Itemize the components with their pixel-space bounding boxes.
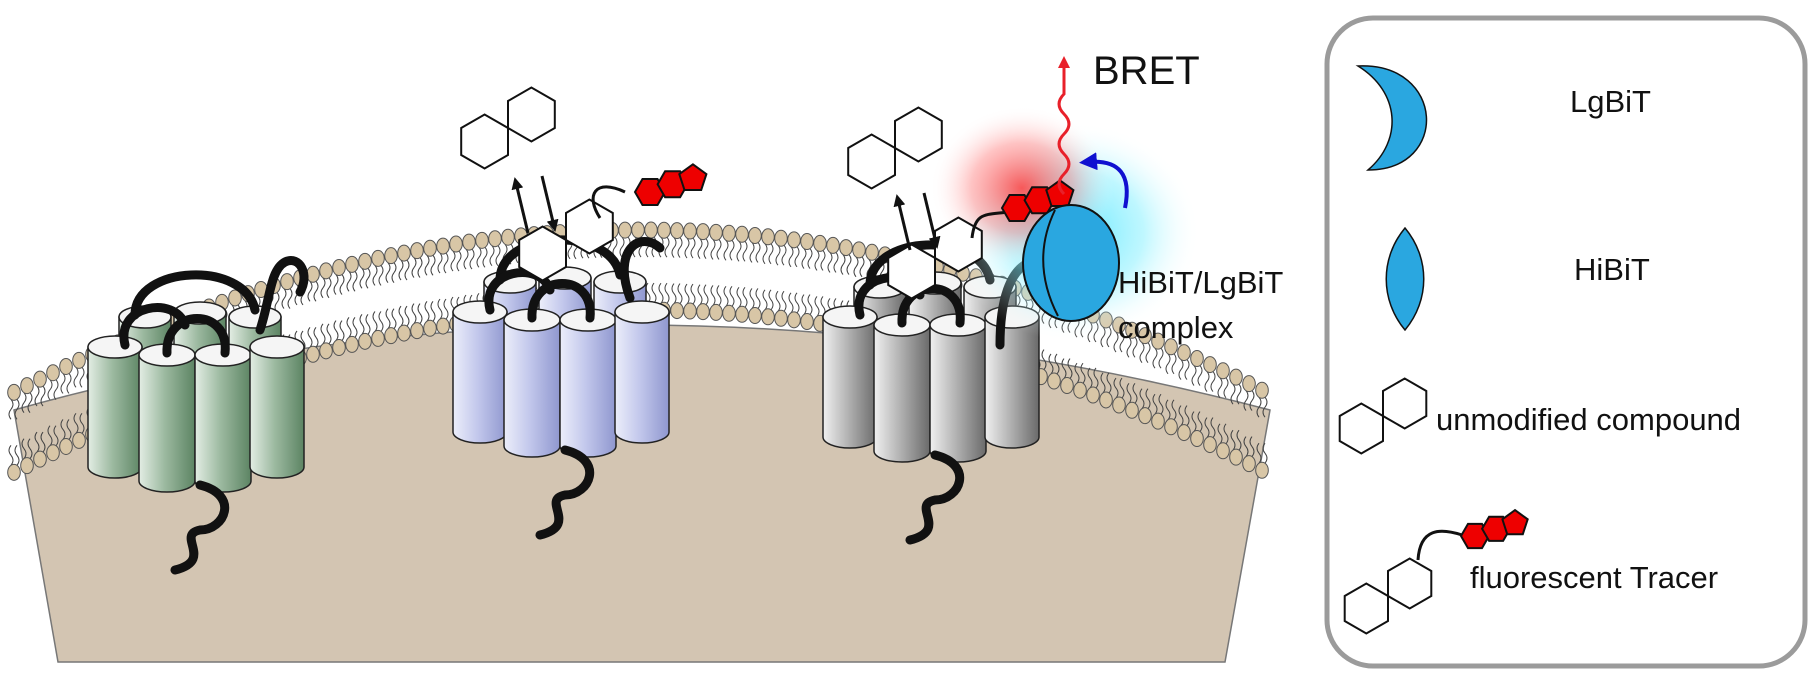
hibit-icon <box>1385 226 1425 332</box>
complex-label-line2: complex <box>1118 310 1234 345</box>
tracer-molecule-icon <box>1343 508 1529 635</box>
free-compound <box>460 86 556 170</box>
molecules <box>460 86 1075 300</box>
energy-transfer-arrow-icon <box>1079 152 1129 209</box>
legend-lgbit-label: LgBiT <box>1570 84 1651 119</box>
legend-tracer-label: fluorescent Tracer <box>1470 560 1718 595</box>
legend-tracer-fluorophore <box>1459 508 1529 550</box>
legend-frame <box>1324 15 1808 669</box>
legend-tracer-scaffold <box>1343 557 1433 635</box>
legend-compound-label: unmodified compound <box>1436 402 1741 437</box>
receptor-blue <box>452 235 670 540</box>
bound-tracer-scaffold <box>887 216 983 300</box>
bret-wave-arrow-icon <box>1057 56 1071 196</box>
tracer-fluorophore <box>633 163 708 206</box>
bret-label: BRET <box>1093 49 1200 93</box>
legend-hibit-label: HiBiT <box>1574 252 1650 287</box>
compound-hexagons-icon <box>1338 377 1428 455</box>
legend-compound <box>1338 377 1428 455</box>
binding-arrows-icon <box>511 175 559 234</box>
legend: LgBiT HiBiT unmodified compound fluoresc… <box>1324 15 1808 669</box>
receptor-gray <box>822 240 1040 545</box>
free-compound <box>847 106 943 190</box>
tracer-fluorophore <box>1000 179 1075 222</box>
complex-label-line1: HiBiT/LgBiT <box>1118 265 1283 300</box>
receptor-green <box>87 256 309 575</box>
lgbit-icon <box>1355 65 1428 171</box>
binding-arrows-icon <box>893 192 941 251</box>
hibit-lgbit-complex-icon <box>1022 204 1120 322</box>
bound-tracer-scaffold <box>518 198 614 282</box>
